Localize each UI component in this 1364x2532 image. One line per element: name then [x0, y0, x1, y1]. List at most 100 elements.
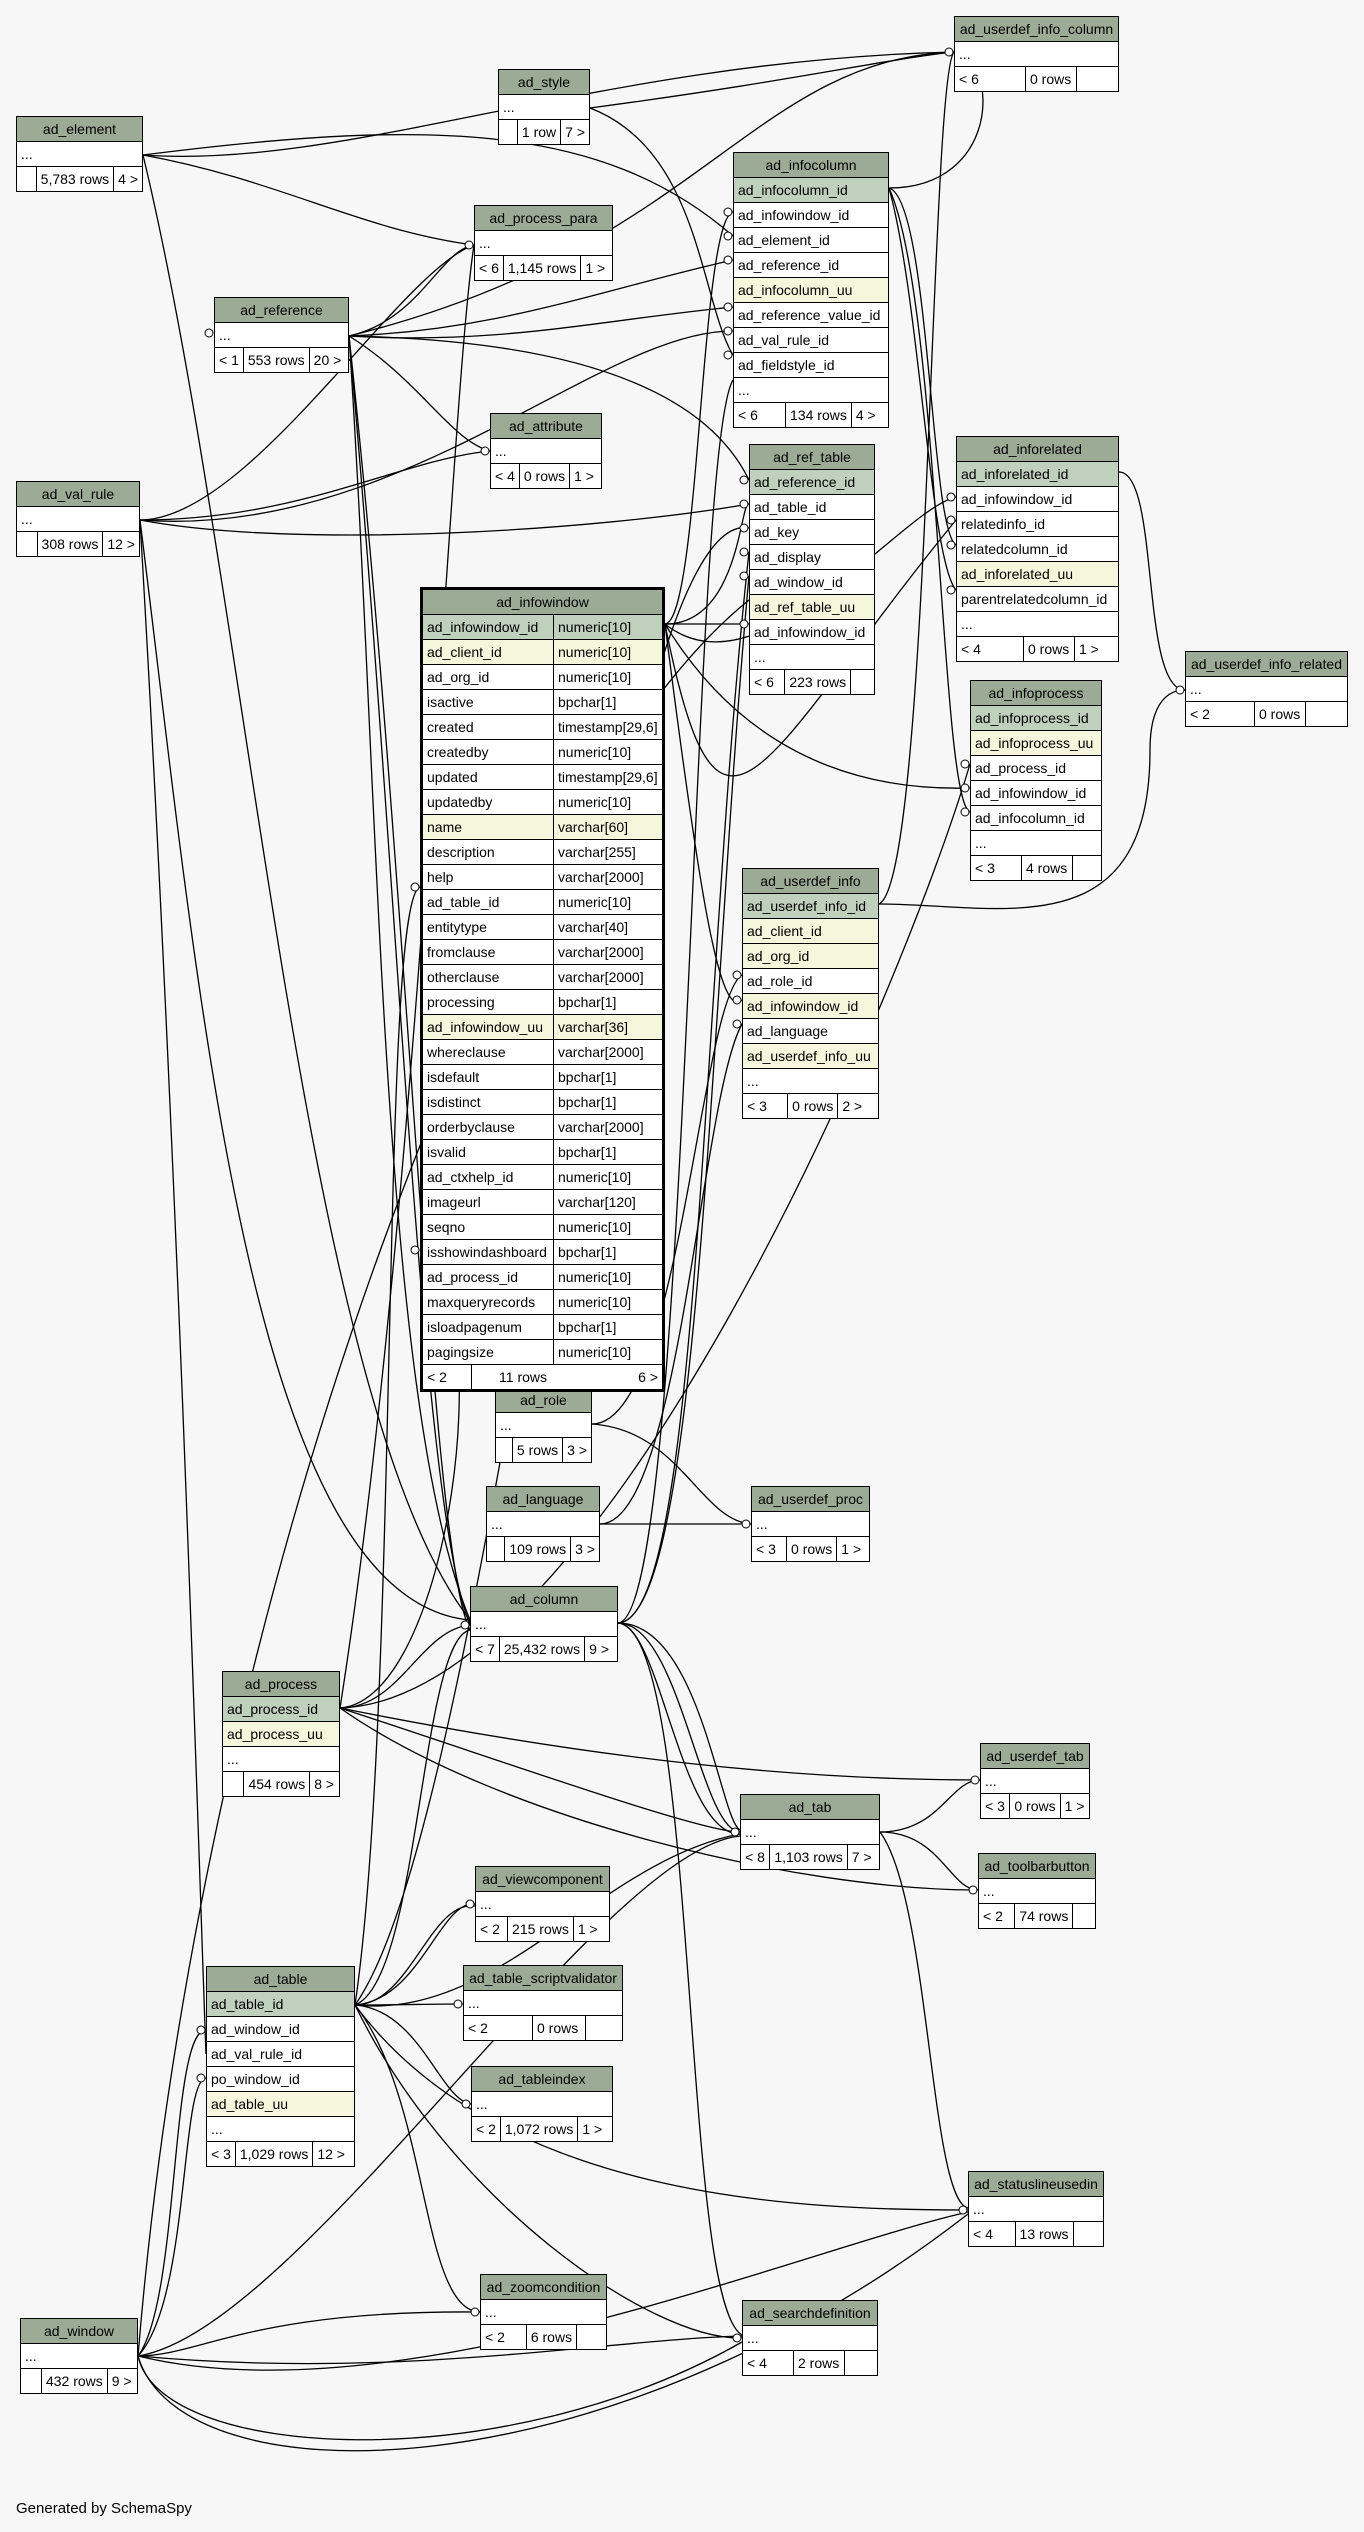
parents-count[interactable]: < 4 — [747, 2355, 767, 2371]
table-column-row[interactable]: ad_infocolumn_uu — [734, 278, 888, 303]
table-column-row[interactable]: ad_userdef_info_uu — [743, 1044, 878, 1069]
table-column-row[interactable]: ad_org_id — [743, 944, 878, 969]
children-count[interactable]: 1 > — [836, 1537, 869, 1561]
table-column-row[interactable]: ad_element_id — [734, 228, 888, 253]
parents-count[interactable]: < 2 — [427, 1369, 447, 1385]
table-column-row[interactable]: ad_window_id — [750, 570, 874, 595]
children-count[interactable]: 1 > — [577, 2117, 612, 2141]
table-column-row[interactable]: ad_infowindow_id — [971, 781, 1101, 806]
table-column-row[interactable]: ad_infoprocess_uu — [971, 731, 1101, 756]
children-count[interactable]: 3 > — [570, 1537, 599, 1561]
table-column-row[interactable]: ... — [1186, 677, 1347, 702]
parents-count[interactable]: < 6 — [754, 674, 774, 690]
children-count[interactable]: 4 > — [113, 167, 142, 191]
table-column-row[interactable]: ... — [207, 2117, 354, 2142]
children-count[interactable] — [850, 670, 874, 694]
table-column-row[interactable]: ad_key — [750, 520, 874, 545]
children-count[interactable]: 20 > — [308, 348, 348, 372]
parents-count[interactable]: < 6 — [479, 260, 499, 276]
table-column-row[interactable]: ... — [481, 2300, 606, 2325]
table-name[interactable]: ad_userdef_info — [743, 869, 878, 894]
table-name[interactable]: ad_reference — [215, 298, 348, 323]
table-column-row[interactable]: ad_reference_id — [750, 470, 874, 495]
table-name[interactable]: ad_table — [207, 1967, 354, 1992]
parents-count[interactable]: < 2 — [485, 2329, 505, 2345]
children-count[interactable]: 12 > — [102, 532, 139, 556]
table-column-row[interactable]: ... — [734, 378, 888, 403]
table-name[interactable]: ad_userdef_proc — [752, 1487, 869, 1512]
table-column-row[interactable]: ad_infowindow_id — [750, 620, 874, 645]
table-column-row[interactable]: ad_inforelated_uu — [957, 562, 1118, 587]
parents-count[interactable]: < 3 — [747, 1098, 767, 1114]
parents-count[interactable]: < 6 — [959, 71, 979, 87]
children-count[interactable]: 12 > — [312, 2142, 354, 2166]
table-column-row[interactable]: ad_val_rule_id — [207, 2042, 354, 2067]
parents-count[interactable]: < 2 — [1190, 706, 1210, 722]
parents-count[interactable] — [21, 2369, 41, 2393]
table-column-row[interactable]: relatedinfo_id — [957, 512, 1118, 537]
children-count[interactable]: 8 > — [309, 1772, 339, 1796]
table-column-row[interactable]: ... — [750, 645, 874, 670]
table-column-row[interactable]: ... — [476, 1892, 609, 1917]
table-column-row[interactable]: ... — [215, 323, 348, 348]
table-column-row[interactable]: ad_ref_table_uu — [750, 595, 874, 620]
children-count[interactable]: 2 > — [837, 1094, 878, 1118]
parents-count[interactable]: < 4 — [495, 468, 515, 484]
table-name[interactable]: ad_column — [471, 1587, 617, 1612]
table-column-row[interactable]: ... — [979, 1879, 1095, 1904]
table-name[interactable]: ad_infoprocess — [971, 681, 1101, 706]
children-count[interactable] — [844, 2351, 877, 2375]
table-name[interactable]: ad_searchdefinition — [743, 2301, 877, 2326]
children-count[interactable] — [585, 2016, 622, 2040]
children-count[interactable] — [1072, 2222, 1103, 2246]
table-name[interactable]: ad_element — [17, 117, 142, 142]
table-name[interactable]: ad_viewcomponent — [476, 1867, 609, 1892]
table-column-row[interactable]: ... — [491, 439, 601, 464]
parents-count[interactable]: < 2 — [983, 1908, 1003, 1924]
parents-count[interactable]: < 4 — [973, 2226, 993, 2242]
table-column-row[interactable]: ad_val_rule_id — [734, 328, 888, 353]
table-column-row[interactable]: ... — [971, 831, 1101, 856]
children-count[interactable]: 7 > — [560, 120, 589, 144]
table-name[interactable]: ad_style — [499, 70, 589, 95]
table-column-row[interactable]: ... — [472, 2092, 612, 2117]
table-column-row[interactable]: ad_inforelated_id — [957, 462, 1118, 487]
table-name[interactable]: ad_table_scriptvalidator — [464, 1966, 622, 1991]
parents-count[interactable]: < 2 — [468, 2020, 488, 2036]
table-name[interactable]: ad_val_rule — [17, 482, 139, 507]
